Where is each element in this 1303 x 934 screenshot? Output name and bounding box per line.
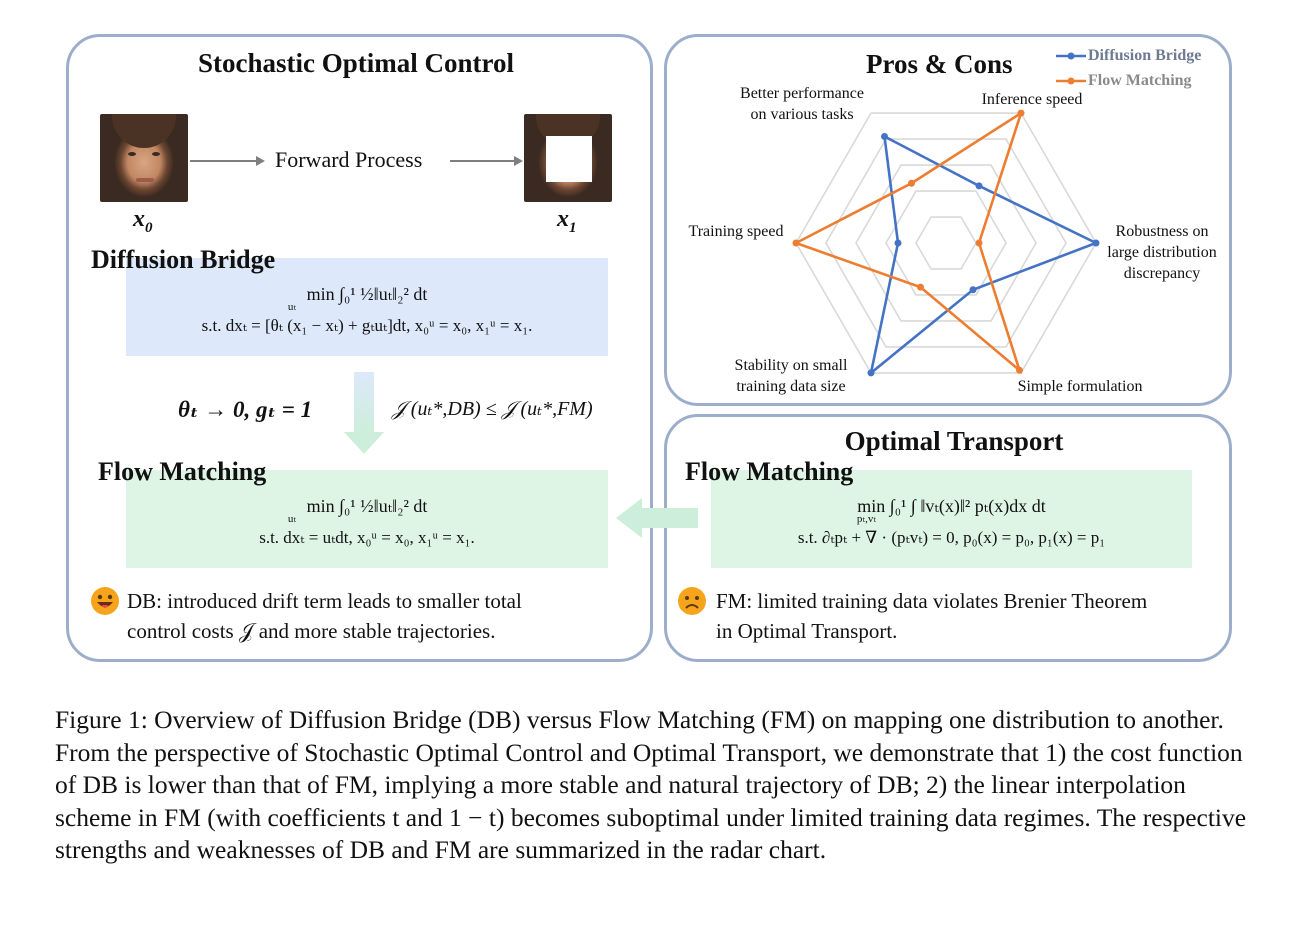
down-gradient-arrow xyxy=(354,372,374,432)
pros-cons-title: Pros & Cons xyxy=(866,49,1013,79)
soc-title: Stochastic Optimal Control xyxy=(198,48,514,78)
axis-label-training-speed: Training speed xyxy=(688,223,784,240)
x0-label: x0 xyxy=(133,206,153,236)
fm-objective-left: min ∫₀¹ ½‖uₜ‖₂² dt xyxy=(306,496,428,516)
face-image-x1-masked xyxy=(524,114,612,202)
fm-heading-left: Flow Matching xyxy=(98,457,267,486)
db-note: DB: introduced drift term leads to small… xyxy=(127,589,522,643)
legend-diffusion-bridge: Diffusion Bridge xyxy=(1088,47,1202,64)
fm-heading-right: Flow Matching xyxy=(685,457,854,486)
figure-caption: Figure 1: Overview of Diffusion Bridge (… xyxy=(55,705,1247,864)
db-equation-box: min ∫₀¹ ½‖uₜ‖₂² dt uₜ s.t. dxₜ = [θₜ (x₁… xyxy=(126,258,608,356)
forward-process-label: Forward Process xyxy=(275,147,423,172)
db-constraint: s.t. dxₜ = [θₜ (x₁ − xₜ) + gₜuₜ]dt, x₀ᵘ … xyxy=(201,316,533,336)
x1-label: x1 xyxy=(557,206,577,236)
frowning-face-icon xyxy=(678,587,706,615)
fm-objective-subscript-left: uₜ xyxy=(287,513,297,526)
ot-equation-box: min ∫₀¹ ∫ ‖vₜ(x)‖² pₜ(x)dx dt pₜ,vₜ s.t.… xyxy=(711,470,1192,568)
ot-objective: min ∫₀¹ ∫ ‖vₜ(x)‖² pₜ(x)dx dt xyxy=(857,496,1046,516)
mask-square xyxy=(546,136,592,182)
limit-condition: θₜ → 0, gₜ = 1 xyxy=(178,397,313,422)
db-heading: Diffusion Bridge xyxy=(91,245,276,274)
db-objective-subscript: uₜ xyxy=(287,301,297,314)
fm-equation-box-left: min ∫₀¹ ½‖uₜ‖₂² dt uₜ s.t. dxₜ = uₜdt, x… xyxy=(126,470,608,568)
face-image-x0 xyxy=(100,114,188,202)
axis-label-inference-speed: Inference speed xyxy=(981,91,1083,108)
left-green-arrow-head xyxy=(616,498,642,538)
left-green-arrow-body xyxy=(640,508,698,528)
legend-flow-matching: Flow Matching xyxy=(1088,72,1192,89)
axis-label-simple-formulation: Simple formulation xyxy=(1017,378,1143,395)
cost-inequality: 𝒥 (uₜ*,DB) ≤ 𝒥 (uₜ*,FM) xyxy=(392,398,593,420)
grinning-face-with-tongue-icon xyxy=(91,587,119,615)
db-objective: min ∫₀¹ ½‖uₜ‖₂² dt xyxy=(306,284,428,304)
ot-title: Optimal Transport xyxy=(844,426,1064,456)
ot-constraint: s.t. ∂ₜpₜ + ∇ · (pₜvₜ) = 0, p₀(x) = p₀, … xyxy=(797,528,1106,548)
forward-arrow-head-right xyxy=(514,156,523,166)
fm-constraint-left: s.t. dxₜ = uₜdt, x₀ᵘ = x₀, x₁ᵘ = x₁. xyxy=(259,528,475,548)
ot-objective-subscript: pₜ,vₜ xyxy=(856,513,877,526)
forward-arrow-head-left xyxy=(256,156,265,166)
fm-note: FM: limited training data violates Breni… xyxy=(716,589,1148,643)
down-gradient-arrow-head xyxy=(344,432,384,454)
forward-arrow-left xyxy=(190,160,258,162)
forward-arrow-right xyxy=(450,160,516,162)
